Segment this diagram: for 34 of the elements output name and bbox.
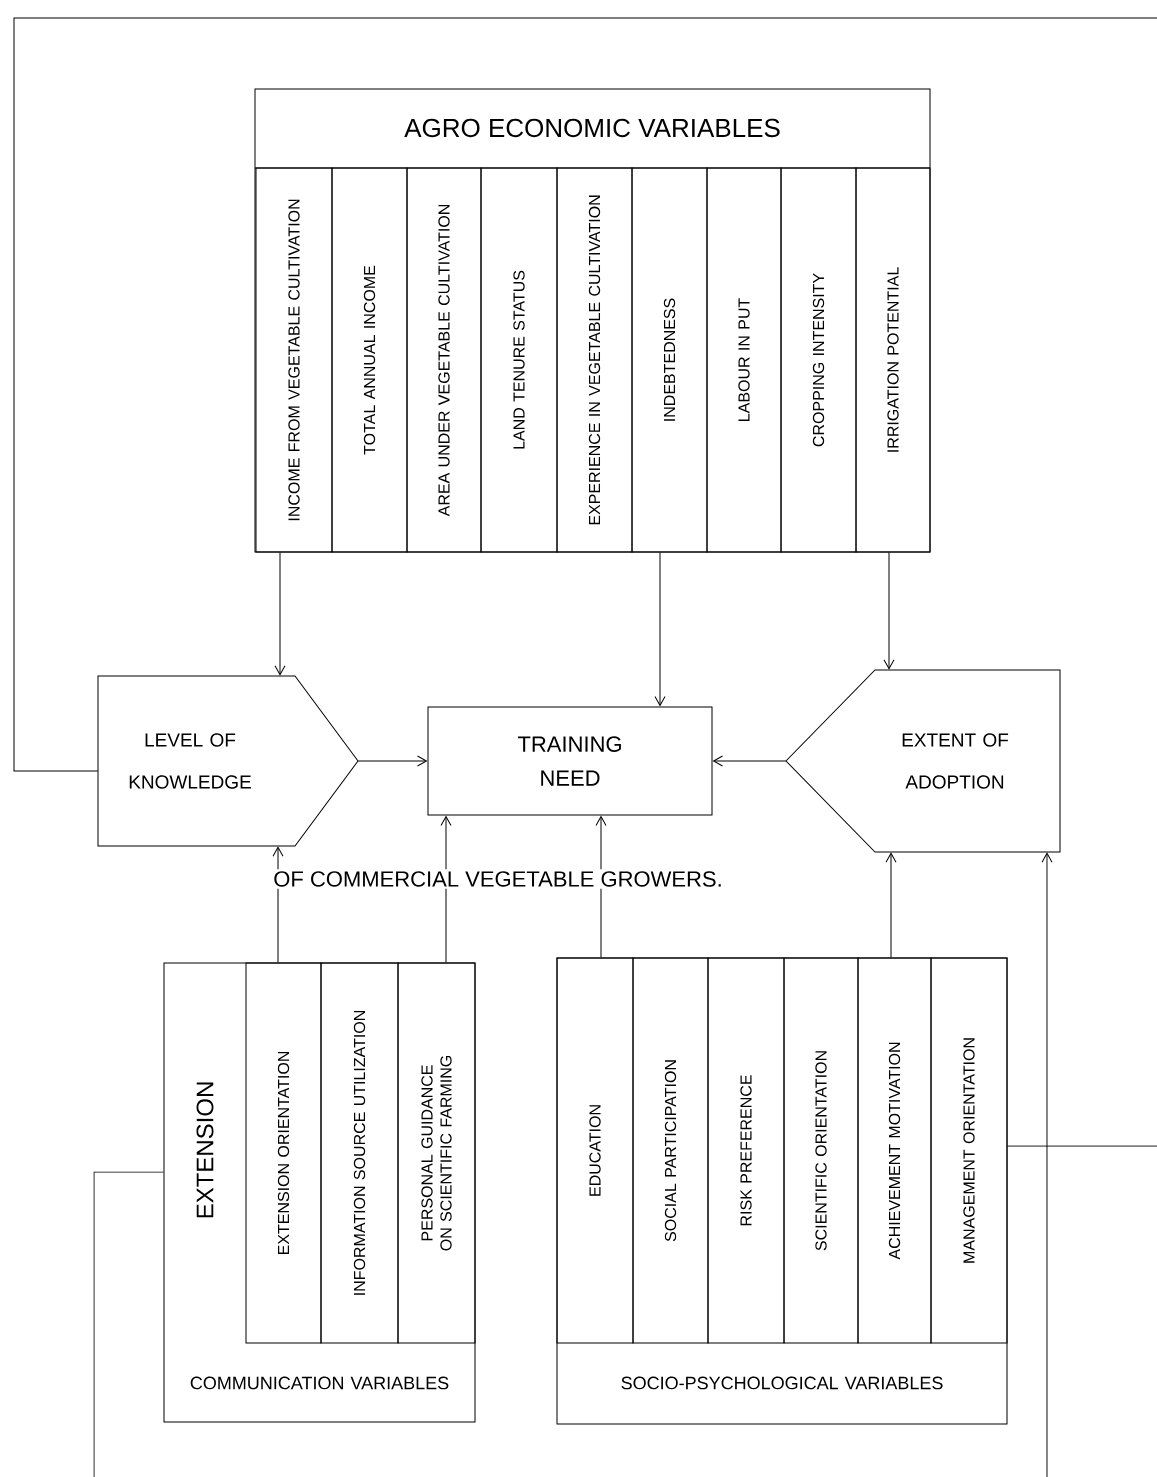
arrow [595,816,607,958]
variable-column: SOCIAL PARTICIPATION [632,957,709,1344]
variable-column: INFORMATION SOURCE UTILIZATION [320,962,399,1344]
variable-column: LAND TENURE STATUS [480,167,558,553]
arrow [440,816,452,963]
variable-column: CROPPING INTENSITY [780,167,857,553]
arrow [1041,852,1053,1477]
variable-column: SCIENTIFIC ORIENTATION [783,957,859,1344]
variable-column: ACHIEVEMENT MOTIVATION [857,957,932,1344]
variable-column: TOTAL ANNUAL INCOME [331,167,408,553]
variable-column: RISK PREFERENCE [707,957,785,1344]
arrow [274,552,286,676]
caption-text: OF COMMERCIAL VEGETABLE GROWERS. [271,869,725,889]
pentagon-box: LEVEL OF KNOWLEDGE [97,675,359,847]
connector-line [93,1171,164,1477]
variable-column: IRRIGATION POTENTIAL [855,167,931,553]
arrow [713,755,787,767]
arrow [654,552,666,706]
connector-line [13,17,1157,772]
variable-column: PERSONAL GUIDANCE ON SCIENTIFIC FARMING [397,962,476,1344]
variable-column: EDUCATION [556,957,634,1344]
variable-column: INCOME FROM VEGETABLE CULTIVATION [255,167,333,553]
variable-column: INDEBTEDNESS [631,167,708,553]
variable-column: AREA UNDER VEGETABLE CULTIVATION [406,167,482,553]
variable-column: LABOUR IN PUT [706,167,782,553]
variable-column: MANAGEMENT ORIENTATION [930,957,1008,1344]
arrow [883,552,895,670]
pentagon-box: EXTENT OF ADOPTION [785,669,1061,853]
variable-column: EXPERIENCE IN VEGETABLE CULTIVATION [556,167,633,553]
arrow [357,755,427,767]
process-box: TRAINING NEED [427,706,713,816]
variable-column: EXTENSION ORIENTATION [245,962,322,1344]
connector-line [1007,1145,1157,1147]
arrow [885,852,897,958]
